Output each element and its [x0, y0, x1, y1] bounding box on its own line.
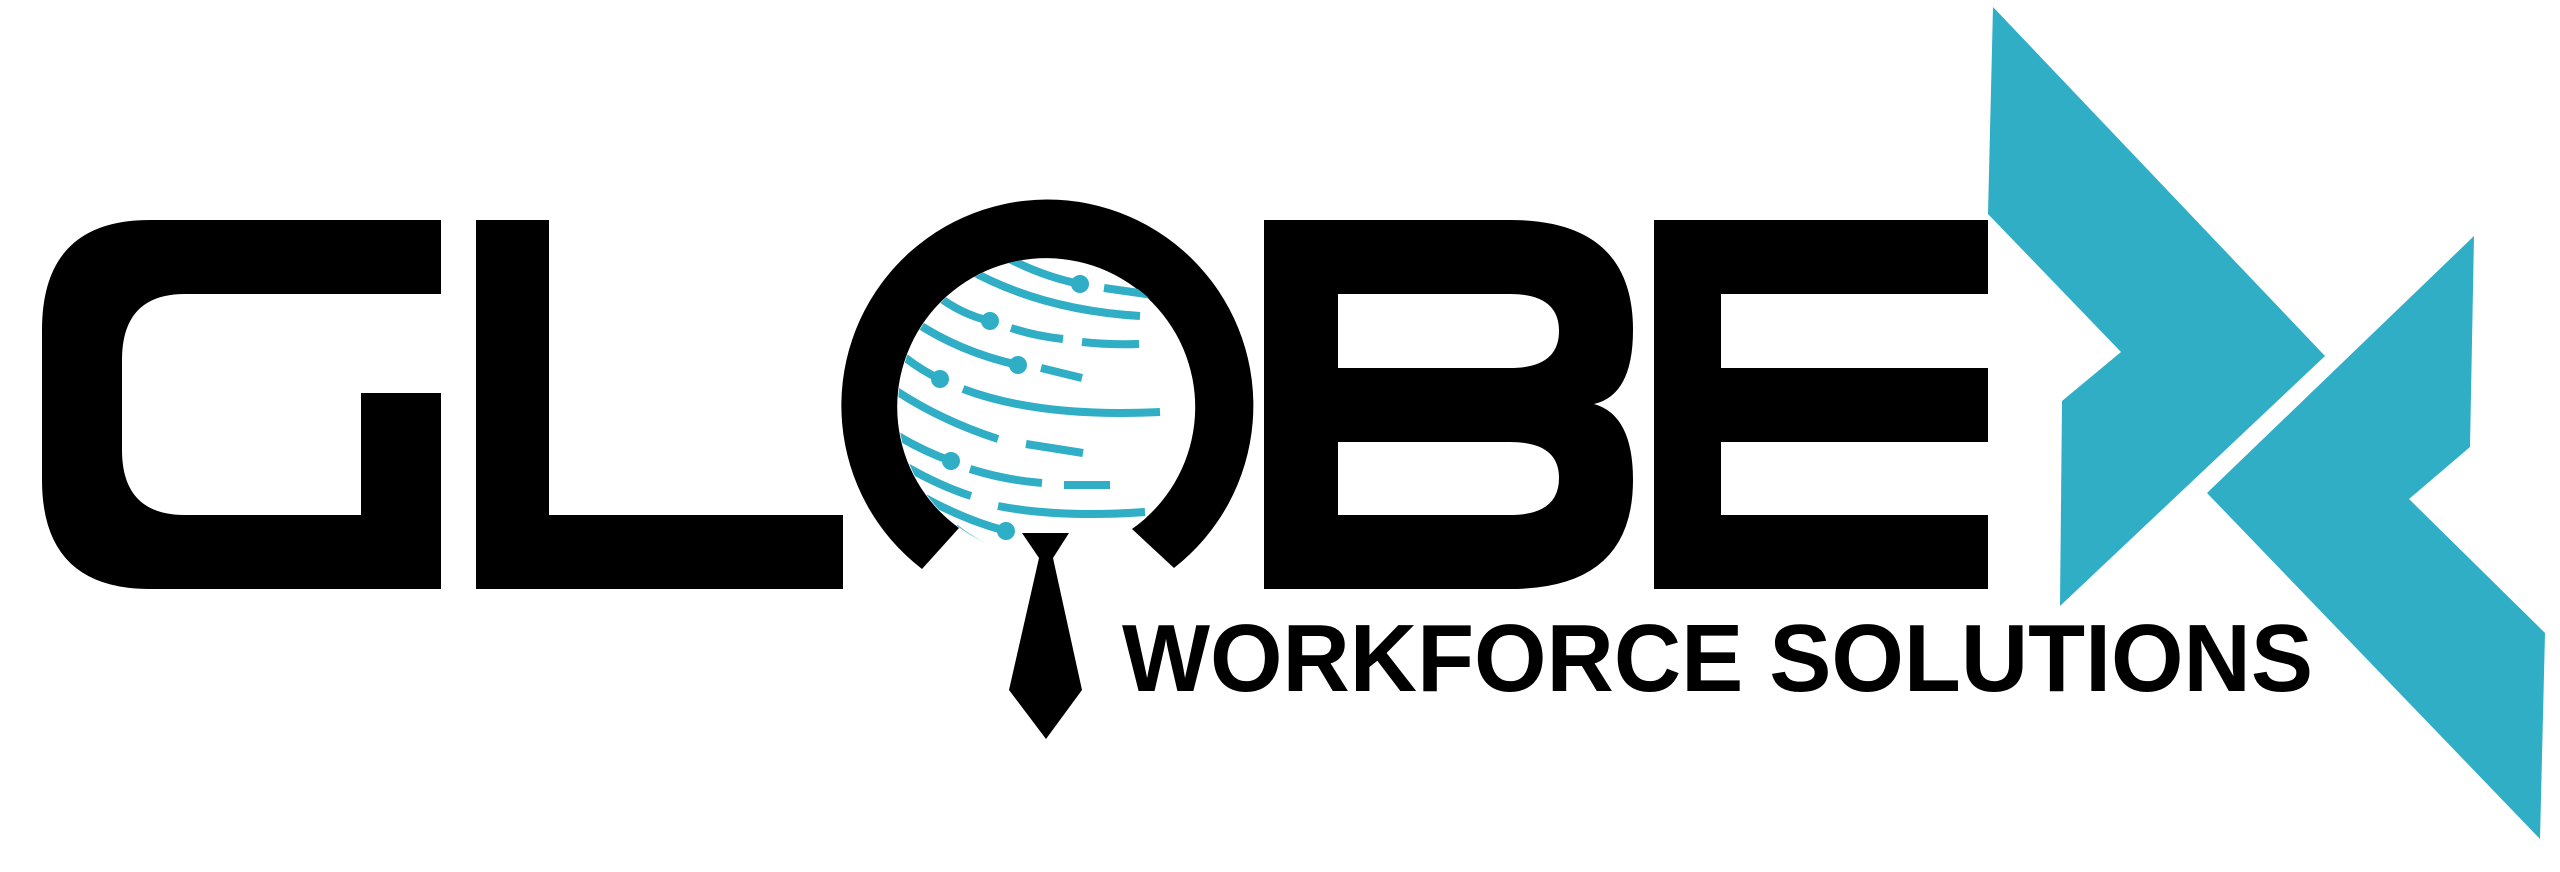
tagline: WORKFORCE SOLUTIONS — [1122, 605, 2313, 712]
x-chevron-icon — [1988, 7, 2545, 839]
x-upper-chevron — [1988, 7, 2325, 606]
globe-icon — [841, 199, 1254, 570]
wordmark — [42, 220, 1988, 589]
letter-e — [1654, 220, 1988, 589]
letter-g — [42, 220, 441, 589]
letter-l — [476, 220, 843, 589]
globe-ring — [841, 199, 1254, 570]
globe-dots — [931, 275, 1089, 540]
necktie-icon — [1009, 533, 1082, 739]
x-lower-chevron — [2207, 236, 2545, 839]
letter-b — [1264, 220, 1633, 589]
